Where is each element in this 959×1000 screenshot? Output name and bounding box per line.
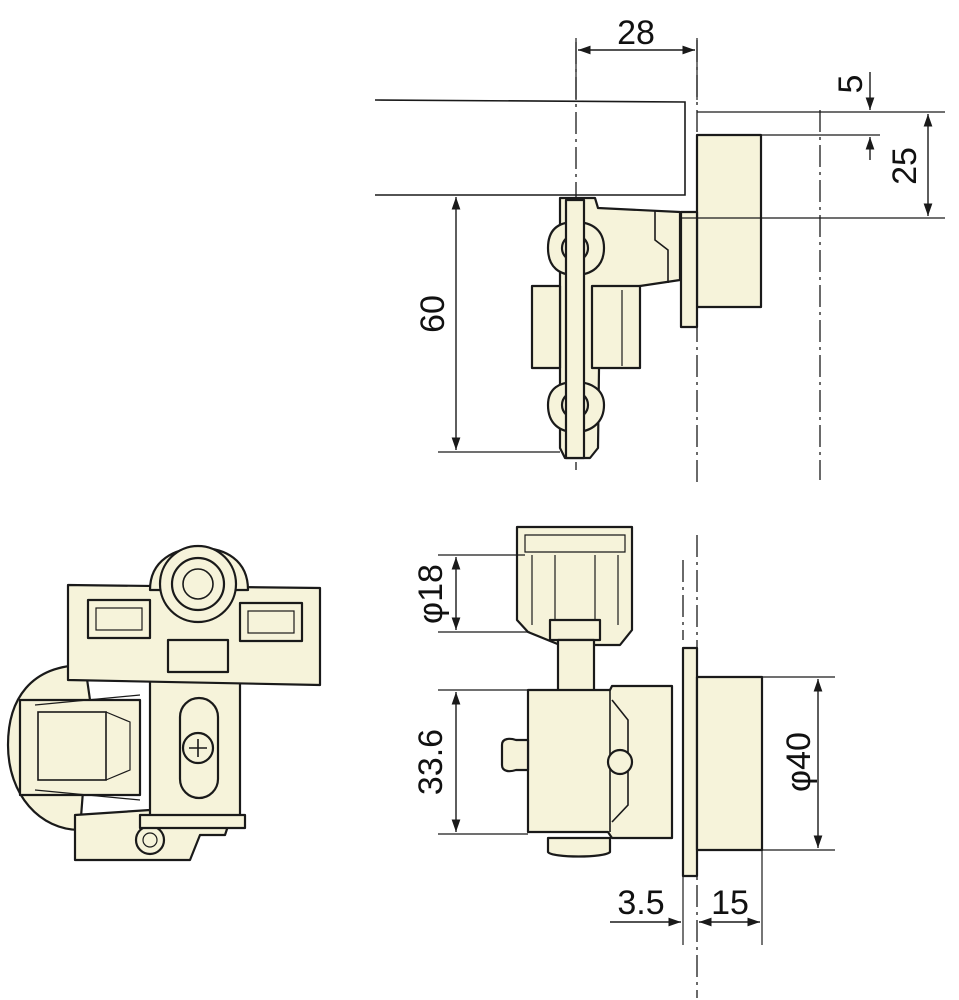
- dim-60: 60: [414, 295, 452, 333]
- dim-5: 5: [832, 75, 870, 94]
- front-view-bottom: [500, 525, 764, 998]
- dim-phi18: φ18: [412, 564, 450, 624]
- dimension-labels: 28 5 25 60 φ18 33.6 φ40 3.5 15: [412, 14, 924, 922]
- dim-phi40: φ40: [780, 732, 818, 792]
- dim-28: 28: [617, 14, 655, 52]
- dim-33-6: 33.6: [412, 729, 450, 795]
- perspective-view: [6, 544, 322, 862]
- dim-25: 25: [886, 147, 924, 185]
- dim-15: 15: [711, 884, 749, 922]
- side-view-top: [374, 40, 821, 485]
- dim-3-5: 3.5: [617, 884, 664, 922]
- dimension-lines: [438, 38, 945, 945]
